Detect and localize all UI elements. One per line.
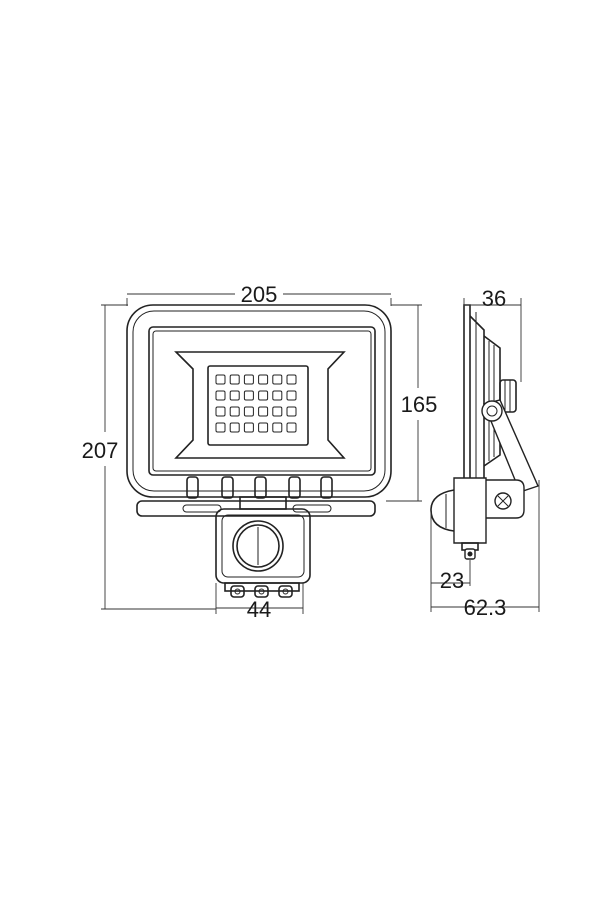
dimension-width: 205 xyxy=(241,282,278,307)
mounting-slot xyxy=(182,504,222,513)
glass-window-inner xyxy=(152,330,372,472)
led-chip xyxy=(258,422,269,433)
sensor-knob-base xyxy=(224,582,300,592)
dimension-body-height: 165 xyxy=(401,392,438,417)
side-view xyxy=(430,304,539,560)
led-chip xyxy=(215,390,226,401)
led-chip xyxy=(272,422,283,433)
led-chip xyxy=(258,390,269,401)
led-chip xyxy=(286,406,297,417)
led-grid xyxy=(215,374,297,433)
led-chip xyxy=(272,390,283,401)
led-chip xyxy=(286,390,297,401)
led-chip xyxy=(272,406,283,417)
side-housing xyxy=(469,315,485,491)
led-chip xyxy=(258,374,269,385)
cooling-fin xyxy=(221,476,234,499)
front-dimensions: 205 207 165 44 xyxy=(82,282,438,622)
led-chip xyxy=(215,374,226,385)
side-bracket-pivot xyxy=(481,400,503,422)
sensor-adjust-knob xyxy=(254,585,269,598)
glass-window xyxy=(148,326,376,476)
cooling-fin xyxy=(320,476,333,499)
cooling-fins xyxy=(186,476,333,499)
led-chip xyxy=(272,374,283,385)
dimension-side-sensor-depth: 23 xyxy=(440,568,464,593)
dimension-height: 207 xyxy=(82,438,119,463)
reflector-edge xyxy=(327,439,345,459)
dimension-side-total-depth: 62.3 xyxy=(464,595,507,620)
reflector-edge xyxy=(175,351,194,370)
sensor-adjust-knob xyxy=(230,585,245,598)
side-sensor-lens xyxy=(430,489,455,532)
sensor-adjust-knob xyxy=(278,585,293,598)
pir-sensor-ring xyxy=(232,520,284,572)
sensor-body xyxy=(215,508,311,584)
led-chip xyxy=(243,422,254,433)
reflector xyxy=(174,351,346,459)
led-chip xyxy=(243,406,254,417)
side-sensor-housing xyxy=(453,477,487,544)
reflector-edge xyxy=(175,439,194,459)
led-chip xyxy=(286,422,297,433)
cooling-fin xyxy=(288,476,301,499)
cooling-fin xyxy=(186,476,199,499)
front-view xyxy=(126,304,392,598)
cooling-fin xyxy=(254,476,267,499)
led-chip xyxy=(229,406,240,417)
dimension-side-depth: 36 xyxy=(482,286,506,311)
led-chip xyxy=(286,374,297,385)
led-chip xyxy=(215,406,226,417)
mounting-bar xyxy=(136,500,376,517)
led-board xyxy=(207,365,309,446)
led-chip xyxy=(243,390,254,401)
pir-sensor-lens xyxy=(236,524,280,568)
led-chip xyxy=(243,374,254,385)
led-chip xyxy=(215,422,226,433)
dimension-sensor-width: 44 xyxy=(247,597,271,622)
side-front-plate xyxy=(463,304,471,497)
led-chip xyxy=(229,390,240,401)
led-chip xyxy=(258,406,269,417)
reflector-edge xyxy=(327,351,345,370)
side-dimensions: 36 23 62.3 xyxy=(430,286,540,620)
housing-outline xyxy=(126,304,392,498)
housing-inner-outline xyxy=(132,310,386,492)
side-rear-connector xyxy=(499,379,517,413)
led-chip xyxy=(229,422,240,433)
sensor-body-inner xyxy=(221,514,305,578)
led-chip xyxy=(229,374,240,385)
